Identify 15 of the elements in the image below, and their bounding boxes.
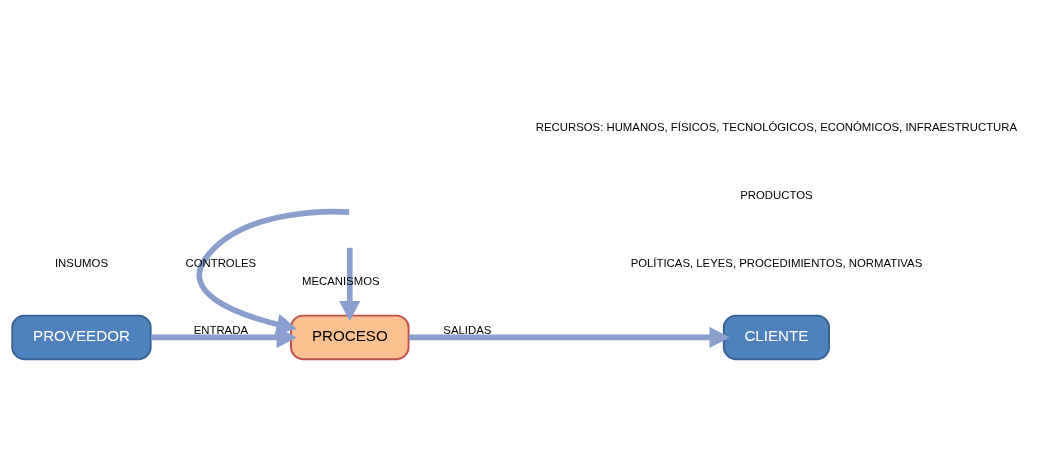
arrow (339, 247, 361, 321)
node-box: PROVEEDOR (11, 314, 152, 360)
edge-label: ENTRADA (193, 323, 248, 336)
edge-label: MECANISMOS (301, 274, 380, 287)
arrow (196, 208, 350, 348)
arrow (151, 313, 297, 348)
edge-label: SALIDAS (443, 323, 492, 336)
arrow (408, 326, 730, 348)
label: INSUMOS (54, 256, 108, 269)
label: POLÍTICAS, LEYES, PROCEDIMIENTOS, NORMATIVAS (630, 256, 923, 269)
node-box: CLIENTE (722, 314, 831, 360)
node-box: PROCESO (290, 314, 410, 360)
label: RECURSOS: HUMANOS, FÍSICOS, TECNOLÓGICOS, ECONÓMICOS, INFRAESTRUCTURA (535, 120, 1018, 133)
edge-label: CONTROLES (185, 256, 257, 269)
label: PRODUCTOS (740, 188, 813, 201)
